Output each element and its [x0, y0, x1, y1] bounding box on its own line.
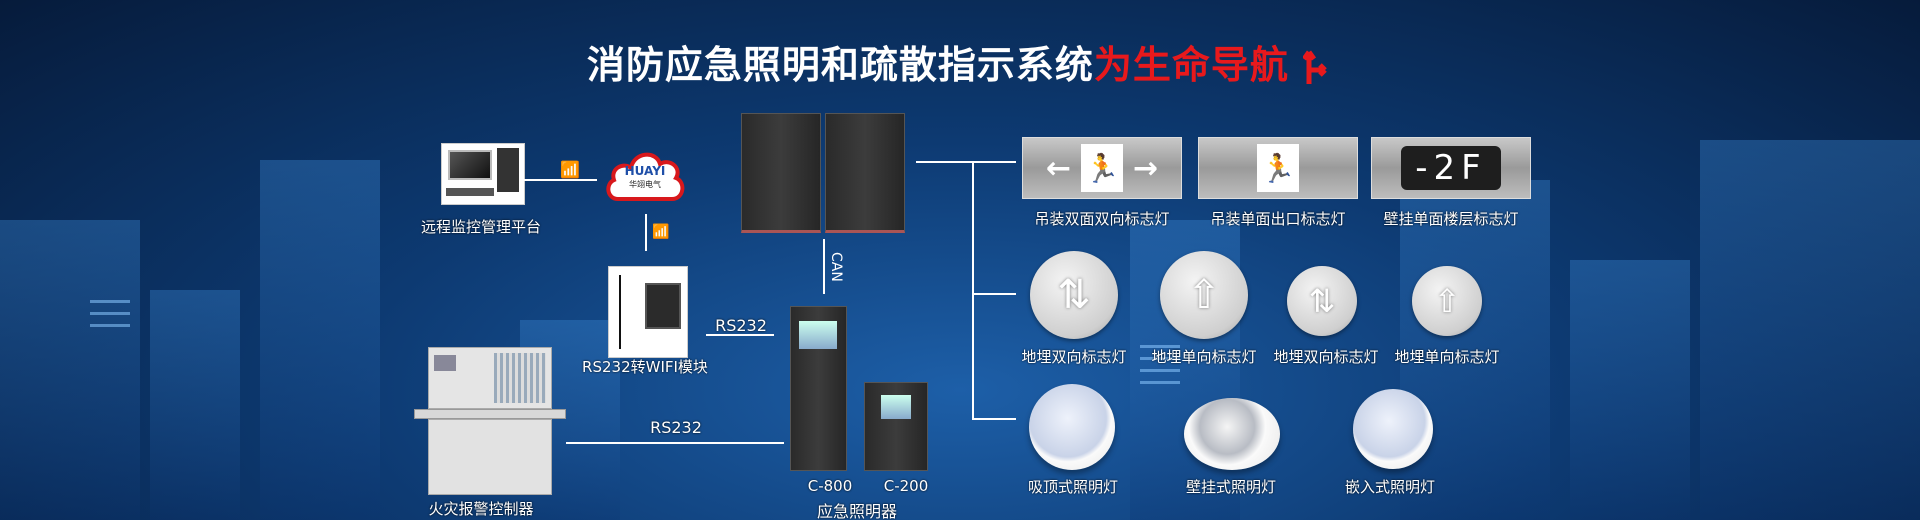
fire-controller-label: 火灾报警控制器	[428, 500, 534, 518]
cloud-logo: HUAYI 华翊电气	[604, 144, 686, 205]
arrow-left-icon: ←	[1045, 150, 1071, 186]
connector-line	[706, 334, 774, 336]
floor-sign-double: ⇅	[1287, 266, 1357, 336]
sign-exit: 🏃	[1198, 137, 1358, 199]
cloud-brand: HUAYI	[624, 164, 666, 178]
controller-c800	[790, 306, 847, 471]
sign-label: 壁挂单面楼层标志灯	[1383, 210, 1519, 228]
floor-sign-double: ⇅	[1030, 251, 1118, 339]
ceiling-light	[1029, 384, 1115, 470]
floor-sign-label: 地埋单向标志灯	[1151, 348, 1257, 366]
light-label: 壁挂式照明灯	[1185, 478, 1277, 496]
computer-image	[441, 143, 525, 205]
bus-line	[916, 161, 973, 163]
floor-sign-label: 地埋单向标志灯	[1394, 348, 1500, 366]
wifi-icon: 📶	[652, 224, 670, 240]
light-label: 嵌入式照明灯	[1344, 478, 1436, 496]
bg-building	[0, 220, 140, 520]
title-highlight: 为生命导航	[1093, 43, 1289, 87]
branch-line	[972, 161, 1016, 163]
connector-line	[645, 214, 647, 251]
connector-line	[520, 179, 597, 181]
model-c800-label: C-800	[807, 477, 853, 495]
sign-double-sided: ← 🏃 →	[1022, 137, 1182, 199]
wall-light	[1184, 398, 1280, 470]
title-main: 消防应急照明和疏散指示系统	[586, 43, 1094, 87]
exit-runner-icon: 🏃	[1257, 144, 1299, 192]
bus-line	[972, 161, 974, 420]
branch-line	[972, 418, 1016, 420]
exit-runner-icon: 🏃	[1081, 144, 1123, 192]
cloud-brand-cn: 华翊电气	[629, 180, 661, 189]
sign-floor: -2F	[1371, 137, 1531, 199]
sign-label: 吊装单面出口标志灯	[1210, 210, 1346, 228]
bg-building	[150, 290, 240, 520]
floor-number: -2F	[1401, 146, 1501, 190]
bg-building	[1570, 260, 1690, 520]
connector-line	[566, 442, 784, 444]
floor-sign-label: 地埋双向标志灯	[1273, 348, 1379, 366]
fork-arrow-icon	[1302, 50, 1327, 84]
sign-label: 吊装双面双向标志灯	[1034, 210, 1170, 228]
bg-building	[260, 160, 380, 520]
power-cabinet	[741, 113, 821, 233]
floor-sign-single: ⇧	[1160, 251, 1248, 339]
bg-building	[1400, 180, 1550, 520]
branch-line	[972, 293, 1016, 295]
controller-c200	[864, 382, 928, 471]
can-line	[823, 239, 825, 294]
page-title: 消防应急照明和疏散指示系统为生命导航	[0, 34, 1920, 89]
remote-platform-label: 远程监控管理平台	[420, 218, 542, 236]
arrow-right-icon: →	[1133, 150, 1159, 186]
rs232-label: RS232	[715, 316, 767, 335]
controller-caption: 应急照明器	[816, 502, 898, 520]
recessed-light	[1353, 389, 1433, 469]
floor-sign-single: ⇧	[1412, 266, 1482, 336]
bg-building	[1700, 140, 1920, 520]
model-c200-label: C-200	[883, 477, 929, 495]
power-cabinet	[825, 113, 905, 233]
wifi-module-image	[608, 266, 688, 358]
fire-controller-image	[414, 347, 566, 502]
floor-sign-label: 地埋双向标志灯	[1021, 348, 1127, 366]
wifi-icon: 📶	[560, 160, 580, 179]
wifi-module-label: RS232转WIFI模块	[582, 358, 708, 376]
can-label: CAN	[828, 252, 844, 282]
rs232-label: RS232	[650, 418, 702, 437]
light-label: 吸顶式照明灯	[1027, 478, 1119, 496]
